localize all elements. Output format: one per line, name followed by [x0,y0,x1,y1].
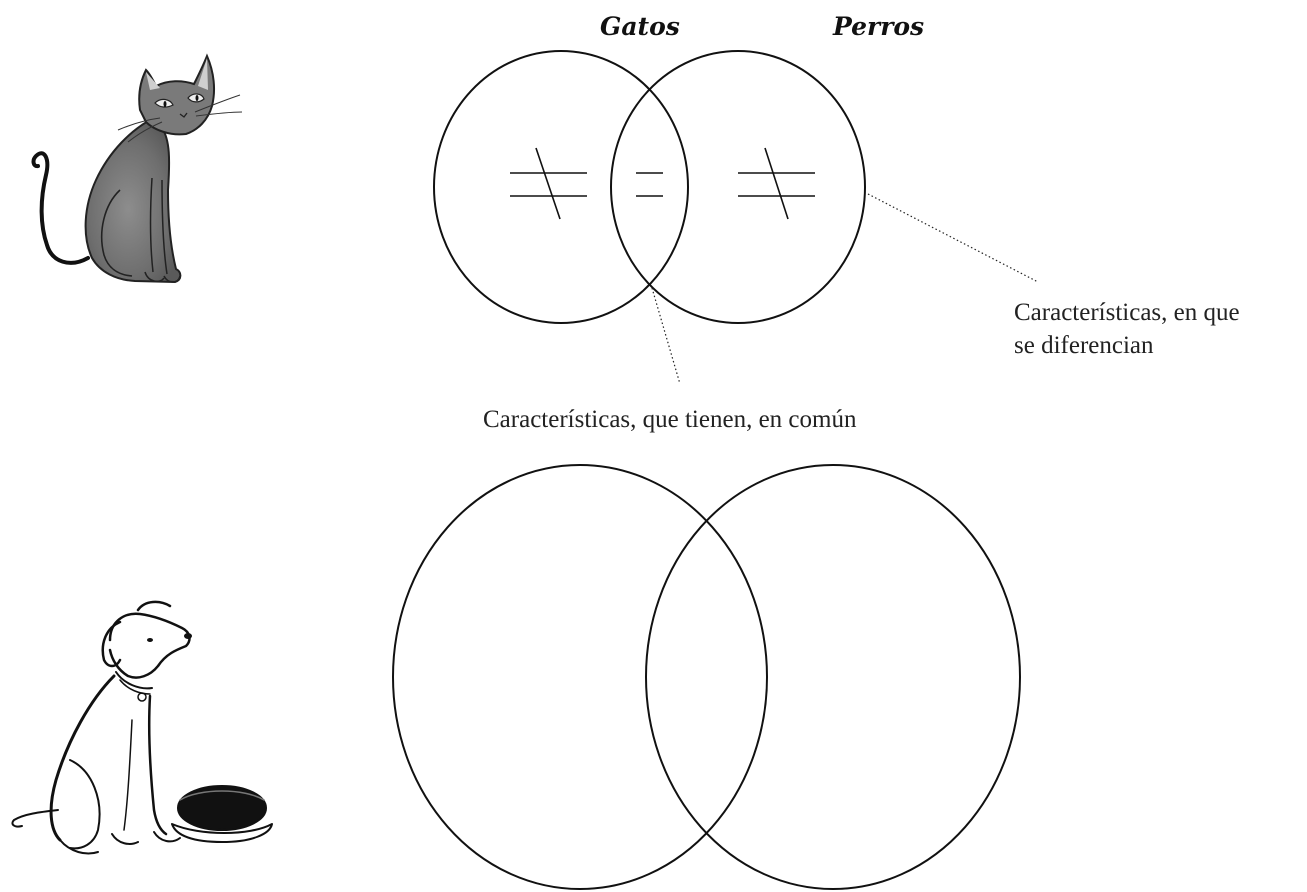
set-label-dogs: Perros [833,12,925,41]
food-bowl [171,823,273,843]
common-label: Características, que tienen, en común [483,406,857,433]
set-label-cats: Gatos [600,12,680,41]
dog-icon [11,600,273,855]
not-equal-symbol-left [510,147,587,220]
cat-icon [31,53,243,284]
difference-label-line1: Características, en que [1014,299,1240,326]
right-set-circle [610,50,866,324]
blank-right-circle [645,464,1021,890]
common-leader-line [651,287,681,385]
equal-symbol-center [636,172,663,197]
blank-left-circle [392,464,768,890]
blank-venn-diagram [392,464,1021,890]
not-equal-symbol-right [738,147,815,220]
difference-label-line2: se diferencian [1014,332,1154,359]
left-set-circle [433,50,689,324]
example-venn-diagram [433,50,866,324]
difference-leader-line [867,193,1039,283]
